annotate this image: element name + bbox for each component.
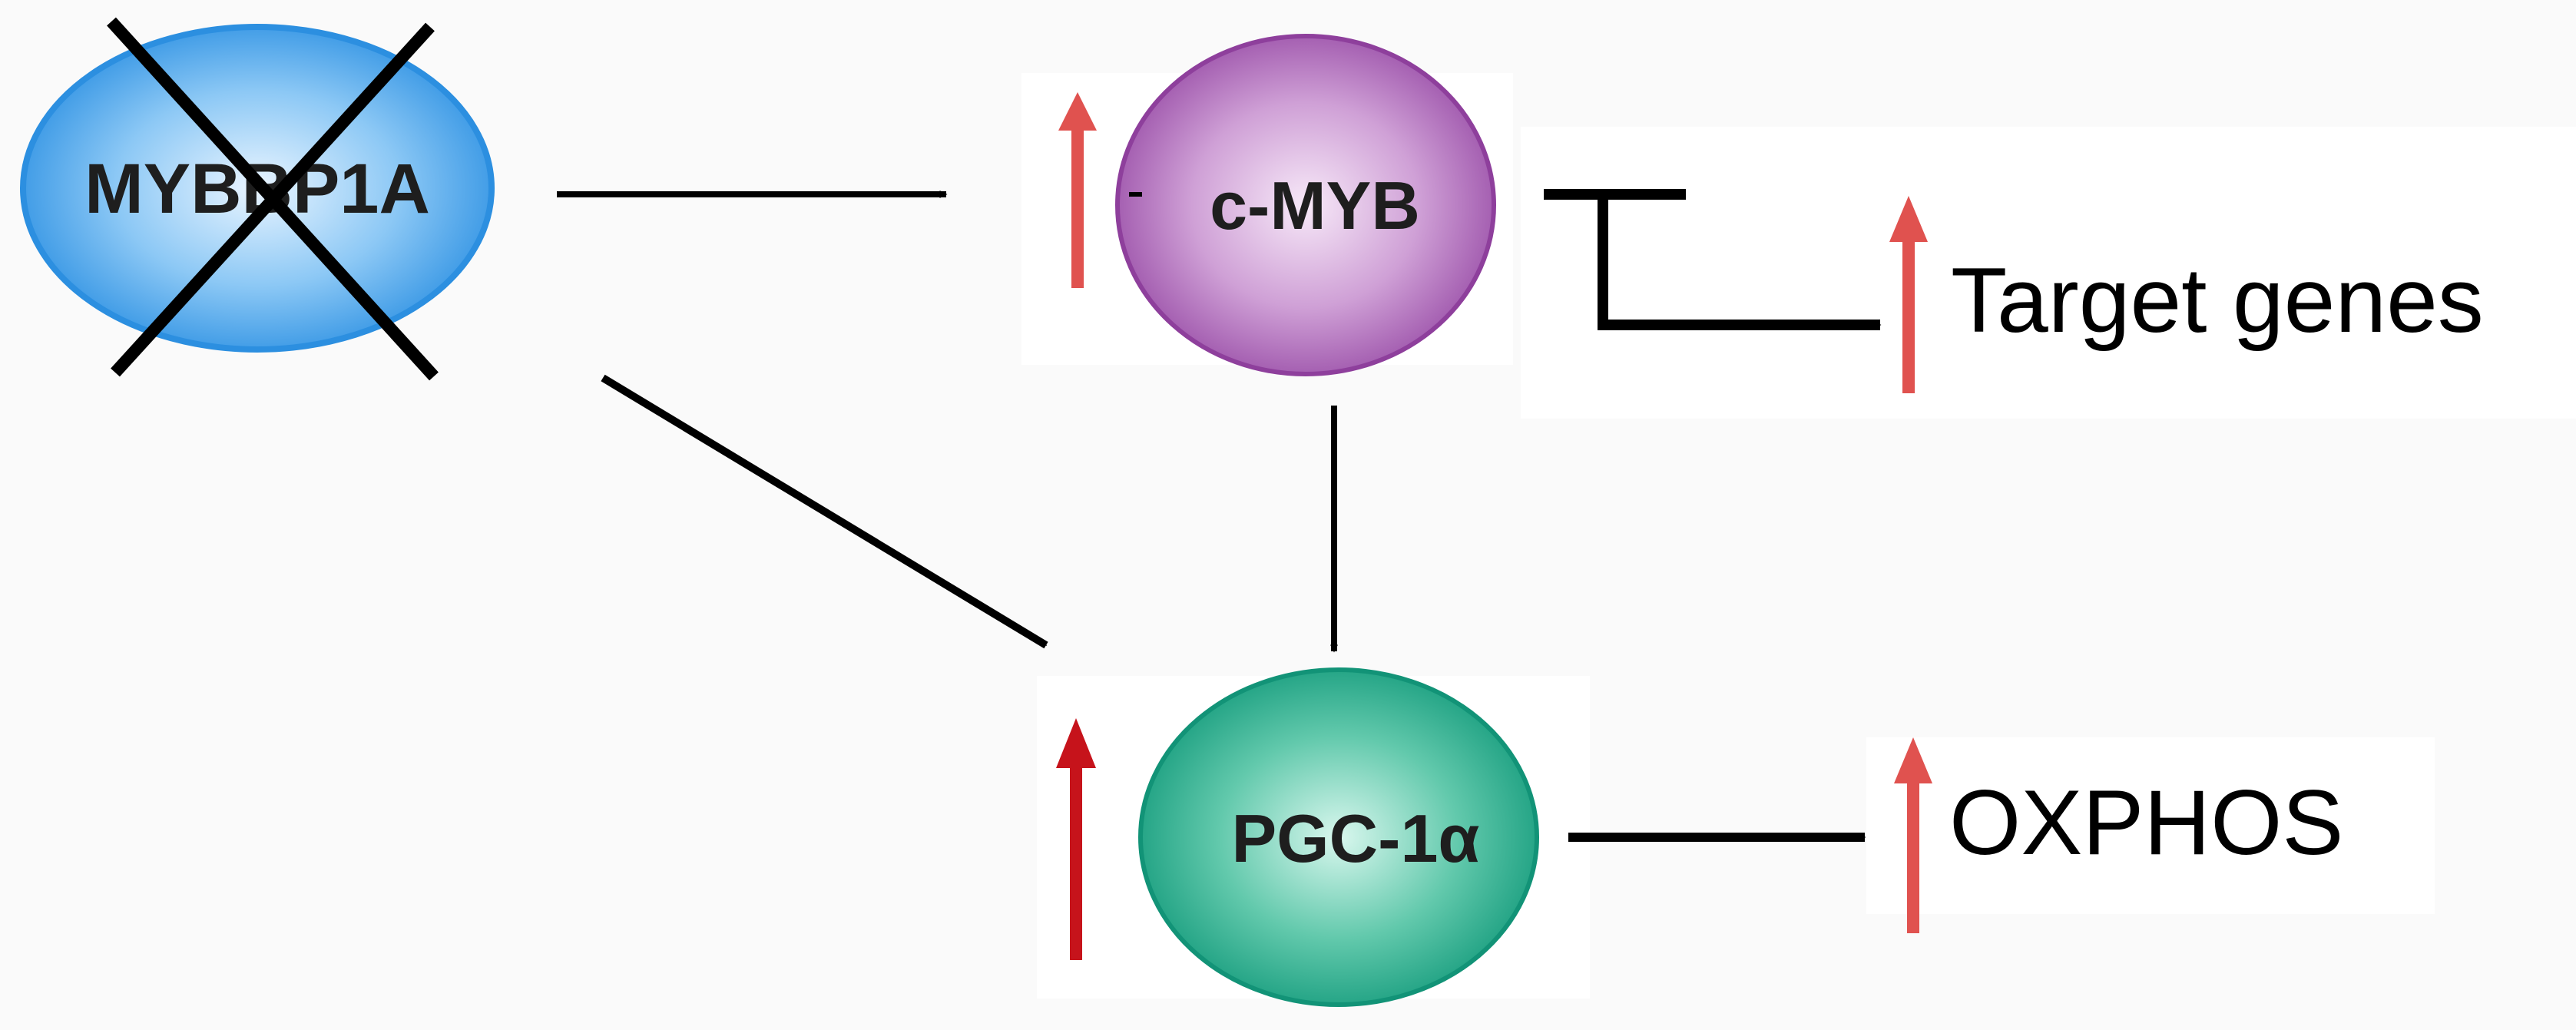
target-genes-label: Target genes [1951, 249, 2484, 352]
edge-cmyb-to-target-genes [1544, 189, 1882, 330]
up-arrow-icon [1894, 737, 1932, 933]
cmyb-label: c-MYB [1210, 167, 1420, 243]
up-arrow-icon [1058, 92, 1097, 288]
pgc1a-ellipse [1138, 667, 1539, 1007]
up-arrow-icon [1056, 718, 1096, 960]
target-genes-panel [1521, 127, 2576, 419]
oxphos-label: OXPHOS [1949, 771, 2343, 874]
cmyb-ellipse [1115, 34, 1496, 376]
pgc1a-label: PGC-1α [1231, 800, 1479, 876]
knockout-cross-line-2 [111, 22, 435, 377]
oxphos-panel [1866, 737, 2435, 914]
cmyb-node: c-MYB [1115, 34, 1496, 376]
up-arrow-icon [1889, 196, 1928, 393]
mybbp1a-node: MYBBP1A [20, 17, 495, 381]
pgc1a-node: PGC-1α [1138, 667, 1539, 1007]
edge-mybbp1a-to-pgc1a [601, 374, 1048, 649]
